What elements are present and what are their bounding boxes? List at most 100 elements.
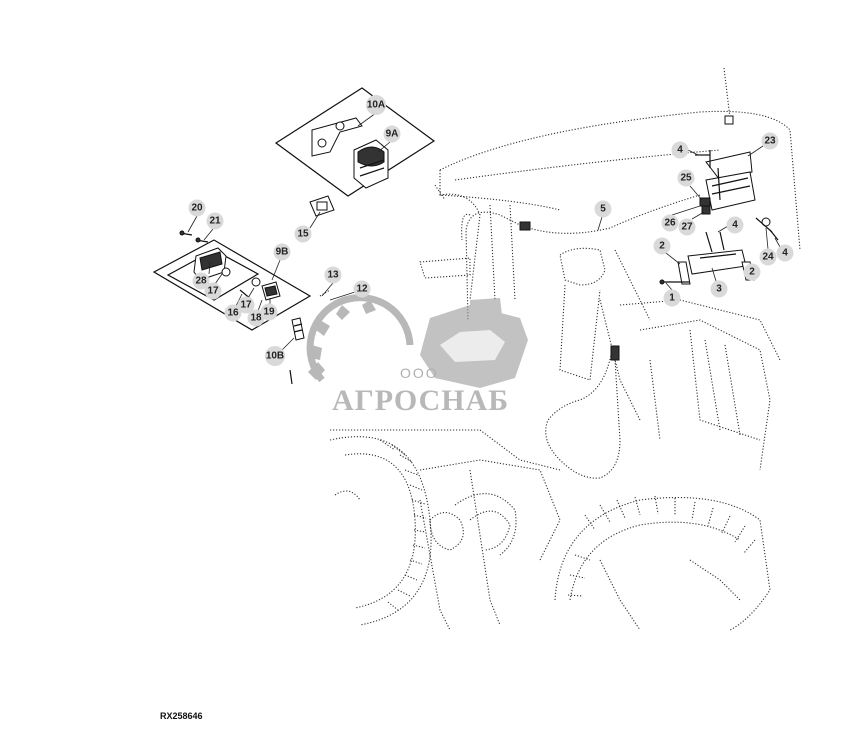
callout-3: 3 — [710, 280, 728, 298]
callout-4: 4 — [726, 216, 744, 234]
callout-circle — [366, 95, 386, 115]
callout-circle — [188, 199, 206, 217]
callout-25: 25 — [677, 169, 695, 187]
callout-circle — [192, 272, 210, 290]
gasket-15 — [309, 195, 335, 217]
callout-number: 20 — [191, 203, 203, 214]
callout-circle — [265, 346, 285, 366]
callout-2: 2 — [743, 263, 761, 281]
screws-20-21 — [179, 230, 209, 243]
callout-4: 4 — [776, 244, 794, 262]
watermark-line2: АГРОСНАБ — [332, 384, 509, 417]
callout-18: 18 — [247, 309, 265, 327]
callout-circle — [206, 212, 224, 230]
callout-number: 26 — [664, 218, 676, 229]
leader-lines — [187, 112, 781, 351]
callout-circle — [726, 216, 744, 234]
callout-number: 16 — [227, 308, 239, 319]
callout-number: 24 — [762, 252, 774, 263]
callout-4: 4 — [671, 141, 689, 159]
callout-number: 23 — [764, 136, 776, 147]
callout-circle — [204, 282, 222, 300]
callout-number: 13 — [327, 270, 339, 281]
callout-circle — [237, 296, 255, 314]
callout-circle — [383, 125, 401, 143]
callout-10A: 10A — [366, 95, 386, 115]
callout-circle — [653, 237, 671, 255]
callout-circle — [678, 218, 696, 236]
callout-9B: 9B — [273, 243, 291, 261]
callout-12: 12 — [353, 280, 371, 298]
callout-26: 26 — [661, 214, 679, 232]
callout-circle — [761, 132, 779, 150]
callout-circle — [776, 244, 794, 262]
callout-1: 1 — [663, 289, 681, 307]
bracket-3 — [659, 231, 755, 285]
callout-number: 17 — [240, 300, 252, 311]
callout-circle — [594, 200, 612, 218]
callout-number: 15 — [297, 229, 309, 240]
watermark-logo: ООО АГРОСНАБ — [306, 294, 528, 417]
callout-9A: 9A — [383, 125, 401, 143]
callout-number: 4 — [732, 220, 738, 231]
callout-circle — [743, 263, 761, 281]
right-rear-tire — [554, 495, 771, 631]
cab-roof — [434, 110, 801, 301]
callout-circle — [710, 280, 728, 298]
callout-circle — [353, 280, 371, 298]
callout-number: 10A — [367, 100, 385, 111]
callout-number: 1 — [669, 293, 675, 304]
callout-16: 16 — [224, 304, 242, 322]
callout-number: 2 — [749, 267, 755, 278]
callout-28: 28 — [192, 272, 210, 290]
callout-circle — [273, 243, 291, 261]
callout-2: 2 — [653, 237, 671, 255]
callout-circle — [260, 303, 278, 321]
figure-id: RX258646 — [160, 711, 203, 721]
tractor-frame — [330, 429, 561, 631]
callout-circle — [324, 266, 342, 284]
callout-circle — [663, 289, 681, 307]
callout-circle — [671, 141, 689, 159]
watermark-line1: ООО — [400, 365, 439, 381]
parts-10b-13 — [289, 289, 331, 385]
callout-number: 2 — [659, 241, 665, 252]
callout-number: 21 — [209, 216, 221, 227]
callout-circle — [224, 304, 242, 322]
callout-number: 19 — [263, 307, 275, 318]
callout-circle — [661, 214, 679, 232]
callout-15: 15 — [294, 225, 312, 243]
callout-17: 17 — [237, 296, 255, 314]
callout-17: 17 — [204, 282, 222, 300]
callout-10B: 10B — [265, 346, 285, 366]
callout-13: 13 — [324, 266, 342, 284]
callout-number: 18 — [250, 313, 262, 324]
callout-number: 25 — [680, 173, 692, 184]
callout-number: 3 — [716, 284, 722, 295]
callout-21: 21 — [206, 212, 224, 230]
callout-5: 5 — [594, 200, 612, 218]
callout-27: 27 — [678, 218, 696, 236]
callout-24: 24 — [759, 248, 777, 266]
callout-number: 9A — [386, 129, 399, 140]
callout-circle — [294, 225, 312, 243]
callout-20: 20 — [188, 199, 206, 217]
detail-box-9a — [274, 87, 436, 197]
harness-5 — [461, 194, 701, 479]
callout-circle — [677, 169, 695, 187]
callout-number: 17 — [207, 286, 219, 297]
callout-number: 4 — [677, 145, 683, 156]
callout-number: 12 — [356, 284, 368, 295]
left-rear-tire — [329, 436, 432, 626]
callout-number: 28 — [195, 276, 207, 287]
callout-number: 9B — [276, 247, 289, 258]
callout-number: 27 — [681, 222, 693, 233]
bracket-23 — [695, 150, 779, 241]
cab-body — [419, 247, 781, 471]
callout-23: 23 — [761, 132, 779, 150]
callout-number: 4 — [782, 248, 788, 259]
callout-circle — [759, 248, 777, 266]
callout-number: 10B — [266, 351, 284, 362]
